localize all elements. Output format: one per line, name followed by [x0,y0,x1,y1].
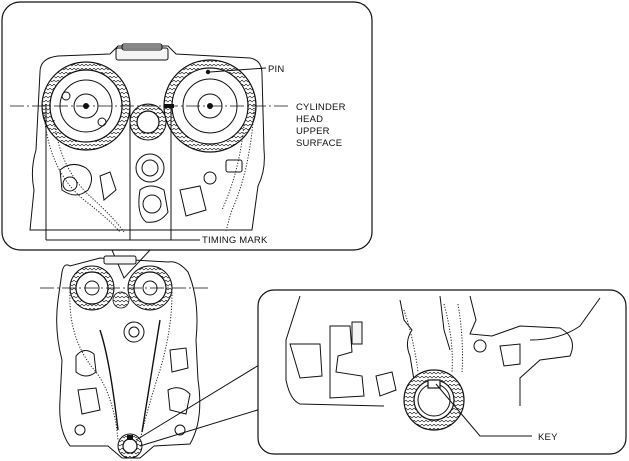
cam-cover-plate [115,43,169,61]
detail-panel-camshafts [1,1,373,251]
crank-callout-line-upper [135,361,265,441]
pin-leader [209,67,267,73]
cylinder-head-label-2: HEAD [296,114,323,125]
timing-mark-leaders [45,104,200,241]
timing-mark-label: TIMING MARK [202,235,268,246]
middle-idler [129,103,174,141]
crank-callout-line-lower [139,407,265,447]
pin-label: PIN [268,64,284,75]
key-marker [427,379,441,389]
engine-overview [40,255,210,459]
key-label: KEY [538,432,558,443]
cylinder-head-label-1: CYLINDER [296,102,346,113]
detail-panel-crankshaft [257,289,627,455]
cylinder-head-label-3: UPPER [296,126,330,137]
pin-marker [205,69,211,75]
key-leader [435,383,532,437]
cylinder-head-label-4: SURFACE [296,138,342,149]
